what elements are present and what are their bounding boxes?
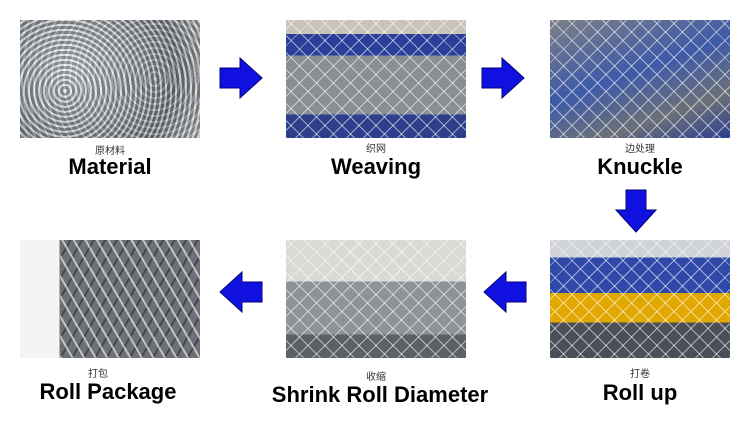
step-label: Knuckle: [597, 154, 683, 179]
arrow-down-icon: [614, 189, 658, 233]
roll-up-photo: [550, 240, 730, 358]
step-zh-label: 原材料: [95, 146, 125, 157]
step-label: Roll Package: [39, 379, 177, 404]
step-label: Roll up: [602, 380, 678, 405]
arrow-left-icon: [219, 270, 263, 314]
step-zh-label: 打包: [88, 369, 108, 380]
roll-package-photo: [20, 240, 200, 358]
step-zh-label: 边处理: [625, 144, 655, 155]
step-zh-label: 收缩: [366, 372, 386, 383]
material-photo: [20, 20, 200, 138]
step-label: Weaving: [330, 154, 422, 179]
step-label: Material: [68, 154, 152, 179]
step-label: Shrink Roll Diameter: [271, 382, 489, 407]
arrow-right-icon: [481, 56, 525, 100]
weaving-photo: [286, 20, 466, 138]
knuckle-photo: [550, 20, 730, 138]
shrink-roll-photo: [286, 240, 466, 358]
step-zh-label: 打卷: [630, 369, 650, 380]
step-zh-label: 织网: [366, 144, 386, 155]
arrow-right-icon: [219, 56, 263, 100]
arrow-left-icon: [483, 270, 527, 314]
